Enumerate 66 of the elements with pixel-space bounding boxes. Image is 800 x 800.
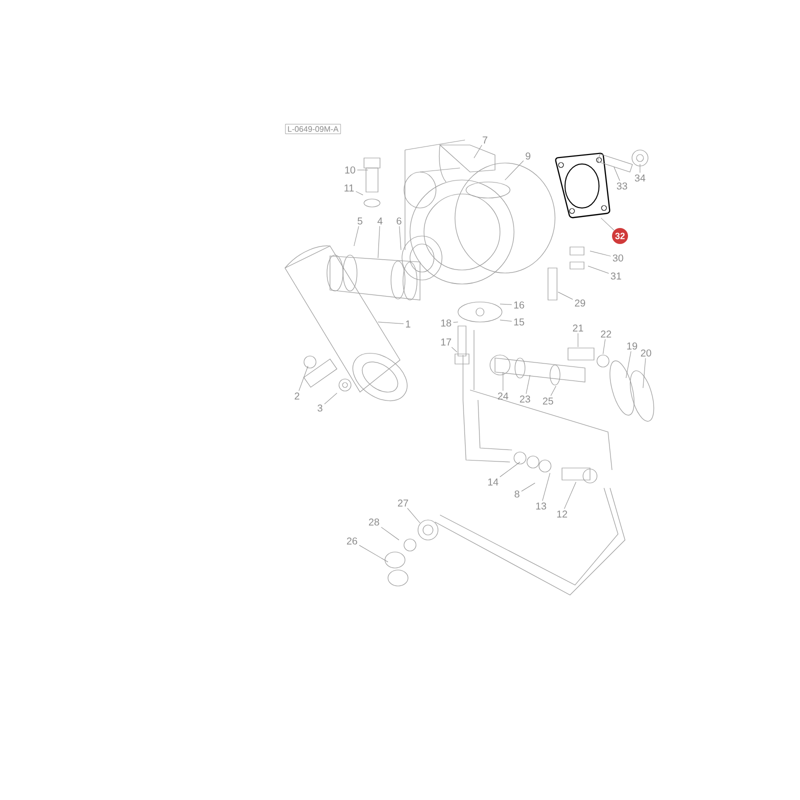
leader-line [642, 358, 646, 388]
leader-line [451, 346, 458, 352]
callout-number: 5 [358, 218, 362, 224]
callout-number: 14 [488, 478, 498, 486]
callout-number: 24 [498, 392, 508, 400]
callout-number: 27 [398, 500, 408, 506]
callout-number: 7 [482, 136, 488, 144]
leader-line [564, 482, 576, 510]
callout-number: 11 [344, 184, 354, 192]
leader-line [381, 526, 400, 540]
callout-number: 4 [377, 218, 382, 224]
callout-number: 8 [514, 490, 520, 498]
leader-line [502, 372, 504, 392]
callout-number: 22 [600, 330, 612, 338]
callout-number: 10 [345, 166, 356, 174]
leader-line [626, 351, 632, 378]
callout-number: 2 [294, 392, 300, 400]
leader-line [500, 304, 512, 305]
callout-number: 21 [572, 324, 584, 332]
leader-line [407, 508, 420, 524]
leader-line [521, 482, 536, 492]
callout-number: 12 [557, 510, 568, 518]
callout-number: 31 [610, 272, 622, 280]
leader-line [602, 338, 606, 354]
leader-line [378, 322, 404, 324]
callout-number: 18 [441, 319, 452, 327]
leader-line [474, 144, 482, 158]
callout-number: 25 [542, 397, 554, 405]
leader-line [600, 218, 614, 231]
callout-number: 23 [520, 395, 530, 403]
leader-line [298, 366, 308, 392]
leader-line [500, 320, 512, 322]
callout-number: 29 [574, 299, 586, 307]
leader-line [614, 166, 620, 181]
leader-line [324, 392, 338, 404]
callout-number: 16 [514, 301, 524, 309]
callout-number: 33 [616, 182, 628, 190]
leader-line [500, 462, 520, 478]
leader-line [558, 292, 573, 300]
callout-number: 15 [514, 318, 524, 326]
leader-line [453, 322, 458, 323]
leader-line [526, 374, 530, 394]
callout-number: 26 [346, 537, 358, 545]
callout-number: 19 [627, 342, 638, 350]
callout-number: 6 [396, 217, 402, 225]
leader-line [359, 545, 388, 562]
leader-line [378, 226, 380, 258]
callout-number: 3 [318, 404, 322, 412]
callout-number: 34 [634, 174, 646, 182]
callout-number: 32 [612, 228, 628, 244]
drawing-number-label: L-0649-09M-A [285, 124, 341, 134]
leader-line [356, 191, 364, 196]
callout-number: 1 [406, 320, 410, 328]
callout-number: 9 [526, 152, 530, 160]
callout-number: 17 [441, 338, 452, 346]
leader-line [542, 472, 550, 502]
callout-number: 28 [368, 518, 380, 526]
leader-line [590, 250, 611, 256]
callout-number: 13 [536, 502, 546, 510]
leader-line [550, 386, 556, 396]
callout-number: 30 [612, 254, 624, 262]
callout-number: 20 [640, 349, 652, 357]
leader-line [354, 226, 359, 246]
leader-line [504, 160, 524, 180]
leader-line [399, 226, 402, 250]
leader-line [588, 266, 609, 274]
